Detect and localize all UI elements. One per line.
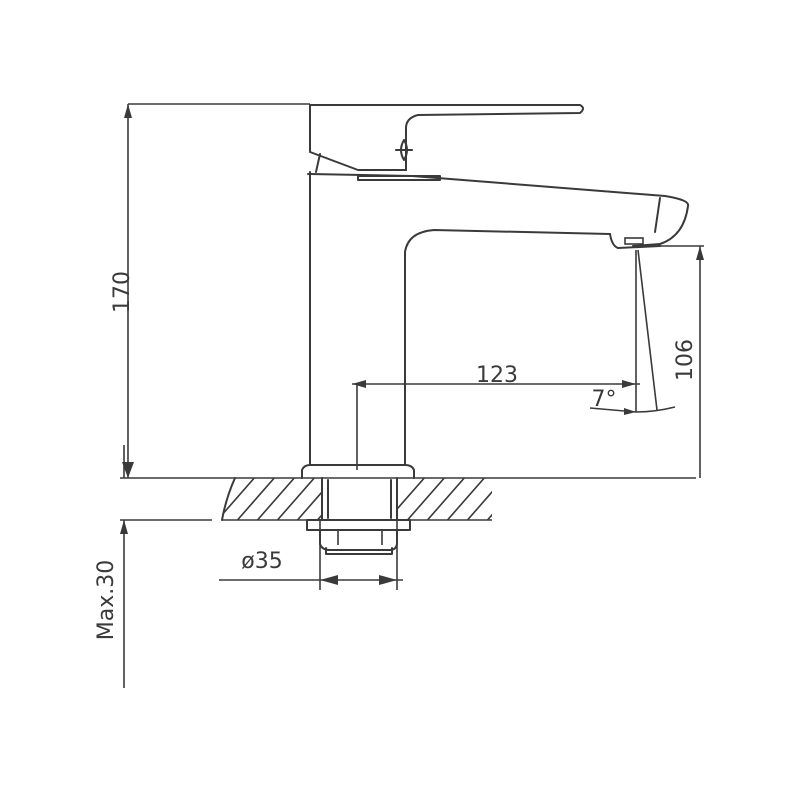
lever-handle bbox=[309, 104, 584, 171]
dimension-label-d35: ø35 bbox=[241, 549, 282, 574]
dimension-spout-height: 106 bbox=[640, 245, 704, 478]
dimension-label-123: 123 bbox=[476, 363, 518, 388]
dimension-stream-angle: 7° bbox=[589, 249, 676, 415]
dimension-total-height: 170 bbox=[110, 103, 310, 478]
dimension-base-diameter: ø35 bbox=[219, 520, 403, 590]
countertop-section bbox=[120, 477, 696, 555]
aerator bbox=[609, 233, 661, 249]
faucet-outline bbox=[301, 104, 690, 479]
dimension-label-max30: Max.30 bbox=[94, 560, 119, 640]
dimension-spout-reach: 123 bbox=[352, 363, 640, 470]
base-flange bbox=[301, 464, 415, 479]
mounting-washer bbox=[306, 519, 411, 531]
dimension-label-106: 106 bbox=[673, 339, 698, 381]
dimension-label-170: 170 bbox=[110, 271, 135, 313]
dimension-counter-thickness: Max.30 bbox=[94, 445, 128, 688]
mounting-nut bbox=[319, 529, 398, 551]
mounting-shank bbox=[321, 477, 398, 521]
dimension-label-7deg: 7° bbox=[592, 387, 617, 412]
